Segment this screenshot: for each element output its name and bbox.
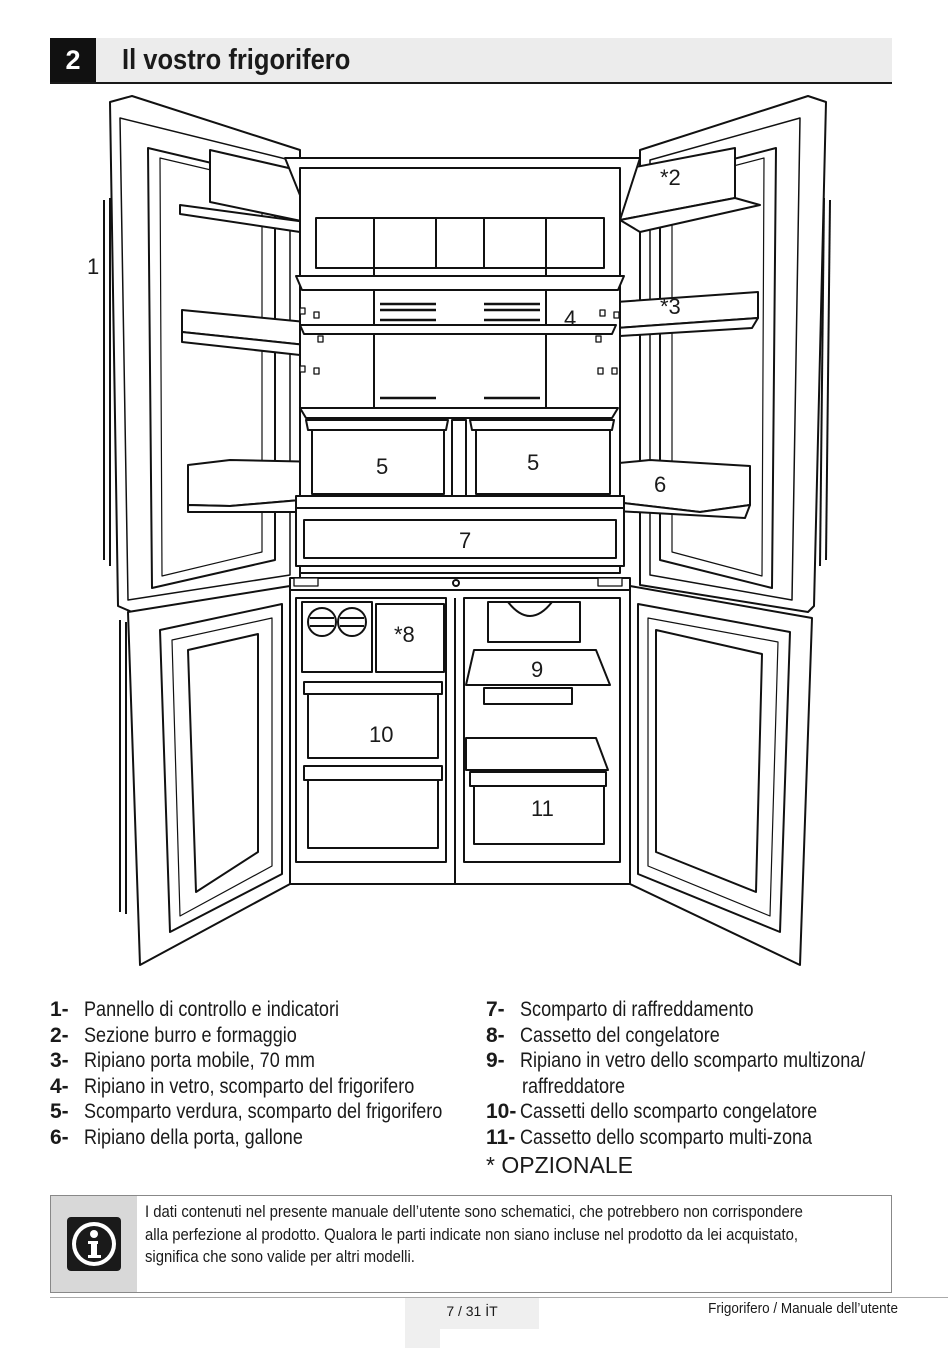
- legend-item: 5-Scomparto verdura, scomparto del frigo…: [50, 1100, 443, 1123]
- info-icon: [67, 1217, 121, 1271]
- optional-note: * OPZIONALE: [486, 1152, 633, 1178]
- callout-1: 1: [87, 254, 100, 279]
- legend-left: 1-Pannello di controllo e indicatori 2-S…: [50, 997, 501, 1150]
- section-header: 2 Il vostro frigorifero: [50, 38, 892, 84]
- legend-item: 6-Ripiano della porta, gallone: [50, 1125, 303, 1149]
- legend-item: 2-Sezione burro e formaggio: [50, 1023, 297, 1047]
- footer-title: Frigorifero / Manuale dell’utente: [708, 1300, 898, 1317]
- callout-2: *2: [660, 165, 681, 190]
- callout-9: 9: [531, 657, 544, 682]
- legend-item: 10-Cassetti dello scomparto congelatore: [486, 1100, 818, 1123]
- callout-5a: 5: [376, 454, 389, 479]
- page-number: 7 / 31 İT: [405, 1298, 539, 1329]
- legend-item: 11-Cassetto dello scomparto multi-zona: [486, 1125, 813, 1149]
- callout-3: *3: [660, 294, 681, 319]
- callout-8: *8: [394, 622, 415, 647]
- section-number: 2: [50, 38, 96, 82]
- callout-5b: 5: [527, 450, 540, 475]
- page-tab: [405, 1329, 440, 1348]
- legend-item: 9-Ripiano in vetro dello scomparto multi…: [486, 1049, 866, 1072]
- footer-divider: [50, 1297, 948, 1298]
- callout-4: 4: [564, 306, 577, 331]
- callout-7: 7: [459, 528, 472, 553]
- legend-item-continuation: raffreddatore: [522, 1074, 626, 1098]
- legend-item: 8-Cassetto del congelatore: [486, 1023, 720, 1047]
- callout-11: 11: [531, 796, 554, 821]
- info-text: I dati contenuti nel presente manuale de…: [145, 1203, 803, 1266]
- info-box: I dati contenuti nel presente manuale de…: [50, 1195, 892, 1293]
- fridge-diagram: 1 *2 *3 4 5 5 6 7 *8 9 10 11: [80, 92, 850, 972]
- legend-item: 4-Ripiano in vetro, scomparto del frigor…: [50, 1074, 415, 1098]
- legend-item: 3-Ripiano porta mobile, 70 mm: [50, 1049, 315, 1072]
- legend-item: 7-Scomparto di raffreddamento: [486, 998, 754, 1021]
- legend-right: 7-Scomparto di raffreddamento 8-Cassetto…: [486, 997, 922, 1150]
- callout-6: 6: [654, 472, 667, 497]
- section-title: Il vostro frigorifero: [122, 44, 351, 76]
- legend-item: 1-Pannello di controllo e indicatori: [50, 998, 340, 1021]
- callout-10: 10: [369, 722, 394, 747]
